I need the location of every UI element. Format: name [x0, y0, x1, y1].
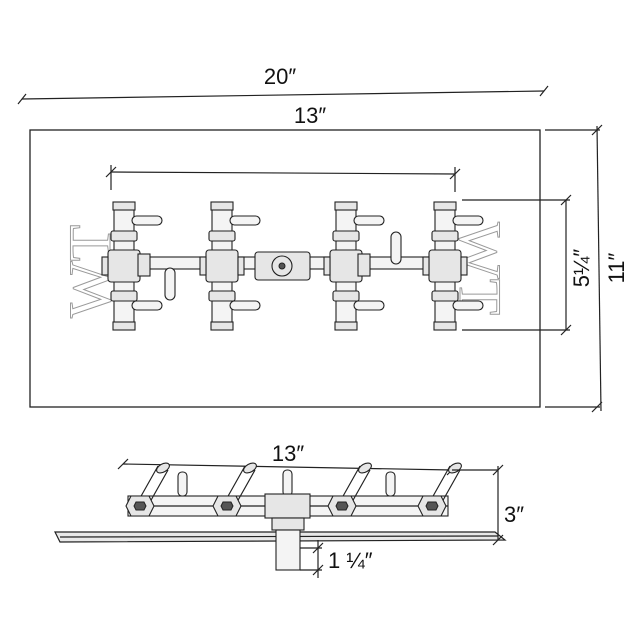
- burner-width-label: 13″: [294, 103, 326, 128]
- side-jet-center: [282, 469, 293, 497]
- burner-width-dimension: [105, 165, 461, 192]
- depth-label: 11″: [604, 252, 629, 283]
- height-label: 3″: [504, 502, 524, 527]
- jet-right: [390, 231, 402, 265]
- elbow-left: [137, 253, 151, 277]
- side-jet-1: [177, 471, 188, 497]
- inlet-pipe: [275, 529, 301, 571]
- inlet-coupling: [271, 517, 305, 531]
- inlet-label: 1 ¼″: [328, 548, 373, 573]
- height-dimension: 3″: [452, 464, 524, 546]
- side-jet-2: [385, 471, 396, 497]
- depth-dimension: 11″: [545, 124, 629, 413]
- side-center-tee: [264, 493, 311, 519]
- center-tee: [254, 251, 311, 281]
- inlet-dimension: 1 ¼″: [300, 540, 373, 578]
- overall-width-label: 20″: [264, 64, 296, 89]
- jet-left: [164, 267, 176, 301]
- burner-depth-label: 5¼″: [569, 249, 594, 288]
- burner-depth-dimension: 5¼″: [462, 194, 594, 336]
- side-width-label: 13″: [272, 441, 304, 466]
- top-view: 20″ 13″ WT WT: [17, 64, 629, 413]
- overall-width-dimension: 20″: [17, 64, 549, 105]
- elbow-right: [357, 253, 371, 277]
- side-view: 13″ 3″: [54, 441, 524, 578]
